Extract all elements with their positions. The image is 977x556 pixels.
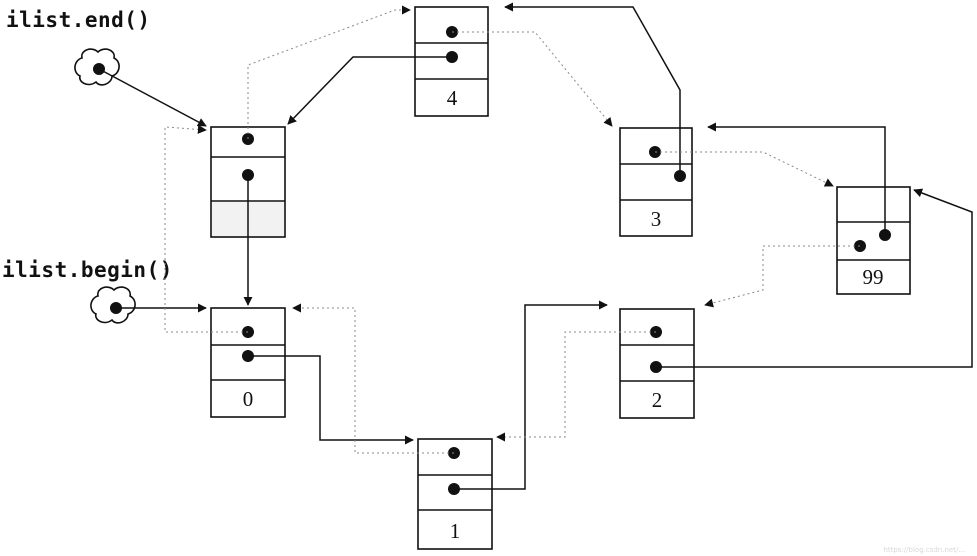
end-iterator-cloud	[74, 48, 120, 86]
node-3: 3	[619, 127, 693, 237]
node-2: 2	[619, 308, 695, 419]
node-4: 4	[414, 6, 489, 117]
node-0: 0	[210, 307, 286, 418]
node-value: 0	[243, 387, 254, 411]
node-1: 1	[417, 438, 493, 550]
next-pointers	[98, 2, 973, 490]
begin-iterator-label: ilist.begin()	[2, 258, 173, 282]
prev-pointers	[164, 5, 860, 454]
begin-iterator-cloud	[90, 286, 136, 324]
watermark: https://blog.csdn.net/...	[883, 546, 965, 554]
node-value: 99	[863, 265, 884, 289]
node-value: 4	[447, 86, 458, 110]
node-value: 1	[450, 519, 461, 543]
end-iterator-label: ilist.end()	[6, 8, 151, 32]
node-value: 2	[652, 388, 663, 412]
node-99: 99	[836, 186, 911, 295]
node-value: 3	[651, 207, 662, 231]
